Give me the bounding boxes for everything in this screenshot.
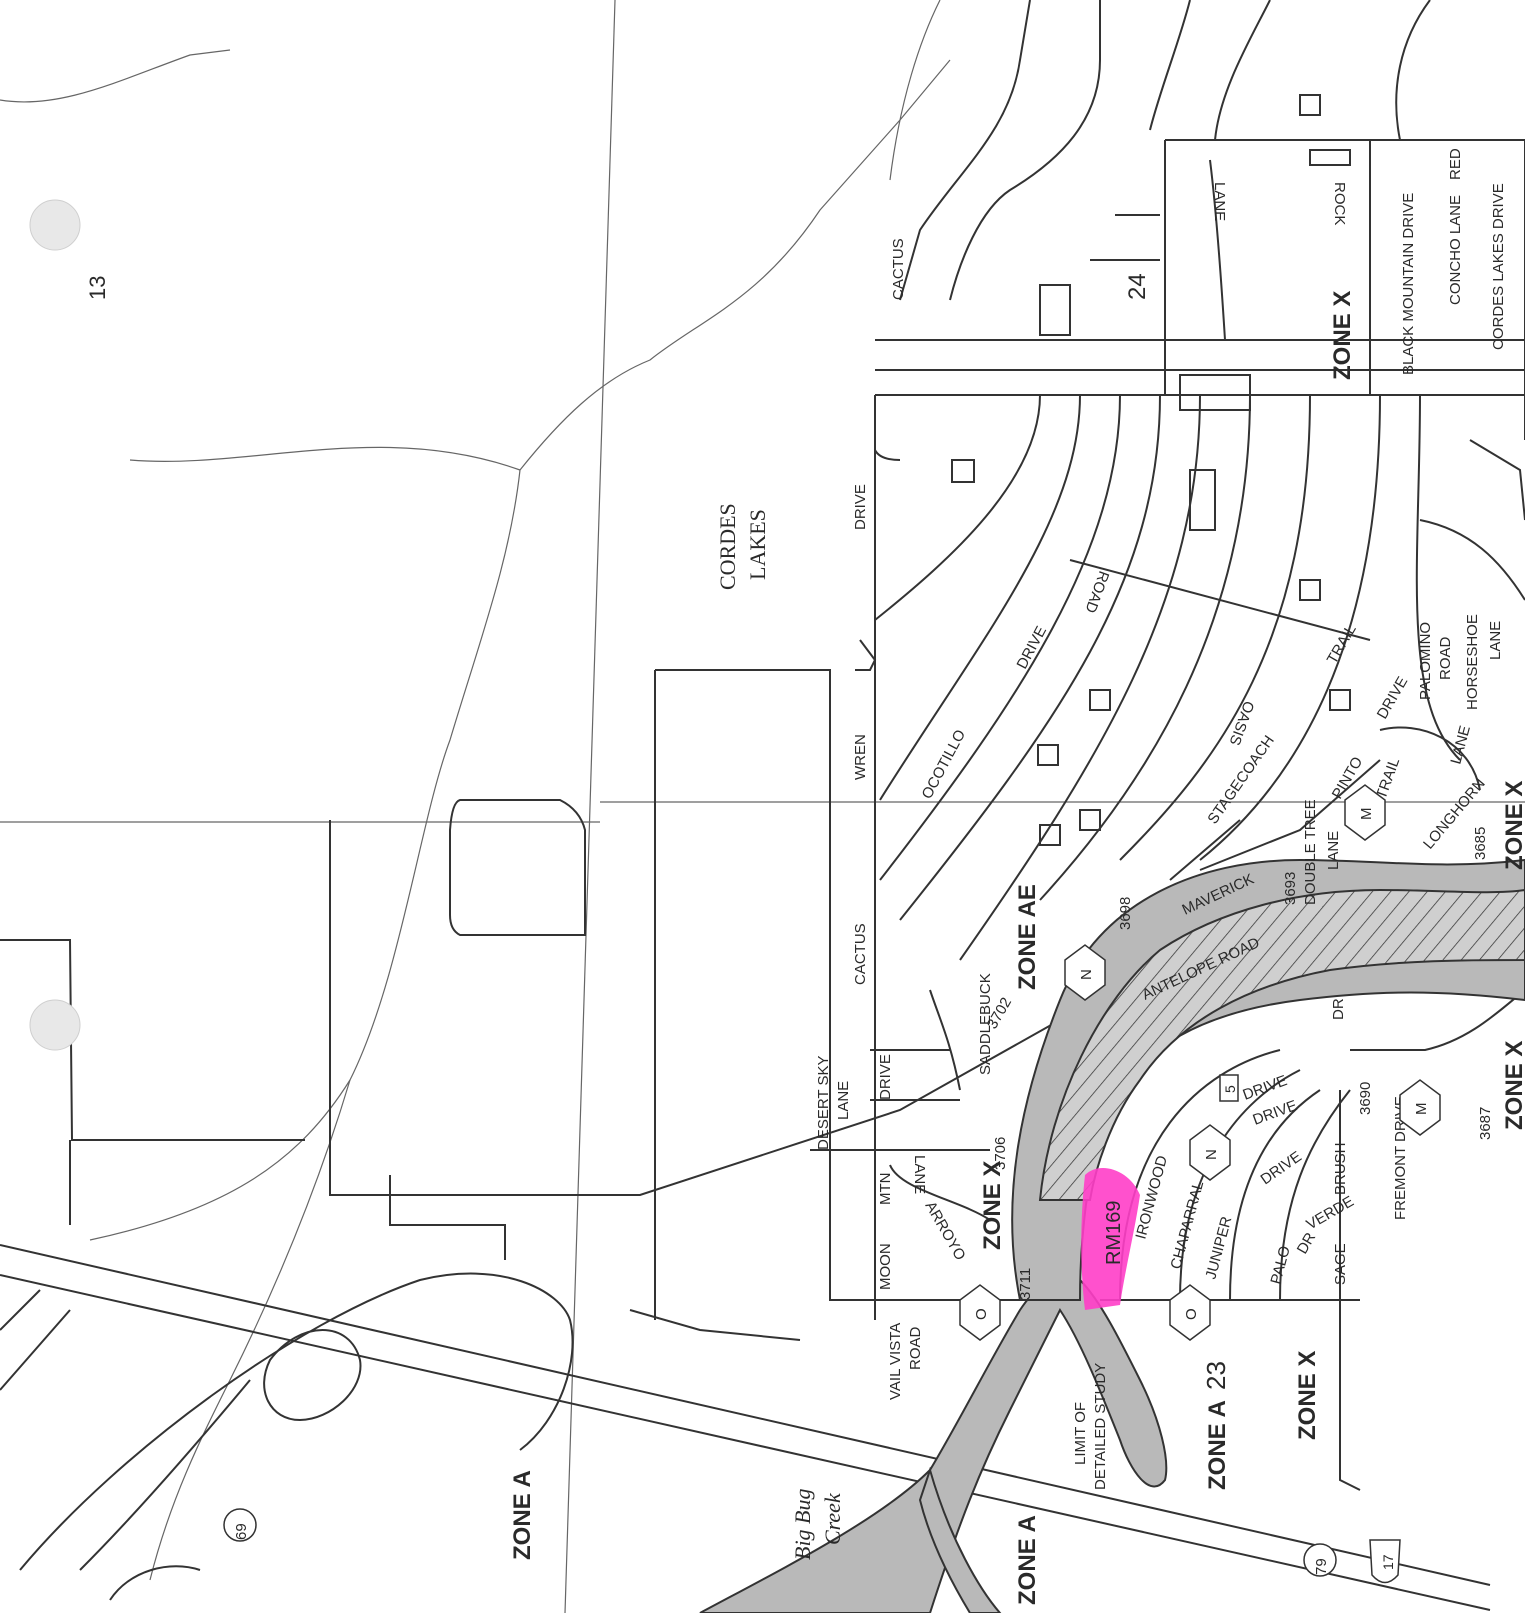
buildings — [951, 94, 1351, 846]
limit-of-label: LIMIT OF — [1072, 1402, 1089, 1465]
rm169-highlight: RM169 — [1081, 1167, 1140, 1310]
xsec-3698: 3698 — [1117, 897, 1134, 930]
street-chaparral: CHAPARRAL — [1167, 1179, 1207, 1271]
xsec-3693: 3693 — [1282, 872, 1299, 905]
street-dr-right: DR — [1330, 998, 1347, 1020]
street-concho: CONCHO LANE — [1447, 195, 1464, 305]
street-sage: SAGE — [1332, 1243, 1349, 1285]
marker-m1: M — [1358, 808, 1375, 821]
marker-o2: O — [1183, 1308, 1200, 1320]
street-ocotillo-drive: DRIVE — [1014, 623, 1051, 671]
marker-17-shield — [1369, 1539, 1401, 1584]
street-drive-b: DRIVE — [1251, 1097, 1300, 1129]
street-dr-pv: DR — [1294, 1230, 1320, 1257]
street-lane-horse: LANE — [1487, 621, 1504, 660]
zone-x-top: ZONE X — [1329, 291, 1356, 380]
street-labels: CACTUS BLACK MOUNTAIN DRIVE CONCHO LANE … — [815, 148, 1507, 1490]
street-mtn: MTN — [877, 1173, 894, 1206]
drainage-lines — [0, 0, 951, 1581]
binder-hole-bottom — [29, 999, 81, 1051]
page-number: 13 — [85, 276, 110, 300]
marker-o1-hex — [959, 1284, 1001, 1341]
zone-a-bottom: ZONE A — [1014, 1515, 1041, 1605]
marker-m2-hex — [1399, 1079, 1441, 1136]
marker-69-circle — [223, 1508, 257, 1542]
street-road-oasis: ROAD — [1081, 569, 1112, 616]
street-brush: BRUSH — [1332, 1142, 1349, 1195]
street-road-palomino: ROAD — [1437, 636, 1454, 680]
marker-69: 69 — [233, 1523, 250, 1540]
xsec-3687: 3687 — [1477, 1107, 1494, 1140]
street-wren: WREN — [852, 734, 869, 780]
marker-n1: N — [1078, 969, 1095, 980]
street-lane3: LANE — [1447, 724, 1474, 766]
marker-5-box — [1219, 1074, 1239, 1102]
marker-o1: O — [973, 1308, 990, 1320]
marker-17: 17 — [1380, 1554, 1396, 1570]
street-palo: PALO — [1267, 1244, 1293, 1286]
street-lane-top: LANE — [1211, 182, 1228, 221]
street-road-vail: ROAD — [907, 1326, 924, 1370]
zone-ae: ZONE AE — [1014, 884, 1041, 990]
marker-n1-hex — [1064, 944, 1106, 1001]
xsec-3690: 3690 — [1357, 1082, 1374, 1115]
street-cordes-lakes: CORDES LAKES DRIVE — [1490, 183, 1507, 350]
place-big-bug: Big Bug — [790, 1489, 815, 1561]
section-24: 24 — [1124, 273, 1151, 300]
detailed-study-label: DETAILED STUDY — [1092, 1363, 1109, 1490]
binder-hole-top — [29, 199, 81, 251]
street-black-mountain: BLACK MOUNTAIN DRIVE — [1400, 193, 1417, 375]
street-lane-arroyo: LANE — [911, 1155, 928, 1194]
zone-x-right2: ZONE X — [1501, 1041, 1525, 1130]
street-red: RED — [1447, 148, 1464, 180]
marker-o2-hex — [1169, 1284, 1211, 1341]
zone-a-left: ZONE A — [509, 1470, 536, 1560]
zone-x-mid: ZONE X — [979, 1161, 1006, 1250]
flood-zones — [699, 858, 1525, 1613]
marker-m2: M — [1413, 1103, 1430, 1116]
street-cactus-top: CACTUS — [890, 238, 907, 300]
xsec-3706: 3706 — [992, 1137, 1009, 1170]
street-rock: ROCK — [1331, 182, 1348, 225]
marker-n2-hex — [1189, 1124, 1231, 1181]
xsec-3685: 3685 — [1472, 827, 1489, 860]
street-drive-pinto: DRIVE — [1374, 674, 1412, 722]
xsec-3711: 3711 — [1017, 1268, 1034, 1300]
marker-5: 5 — [1222, 1085, 1238, 1093]
zone-x-lower: ZONE X — [1294, 1351, 1321, 1440]
street-drive-moon: DRIVE — [877, 1054, 894, 1100]
street-fremont: FREMONT DRIVE — [1392, 1096, 1409, 1220]
marker-79: 79 — [1313, 1558, 1330, 1575]
street-ocotillo: OCOTILLO — [919, 727, 970, 802]
marker-79-circle — [1303, 1543, 1337, 1577]
street-moon: MOON — [877, 1243, 894, 1290]
street-drive-wren: DRIVE — [852, 484, 869, 530]
place-creek: Creek — [820, 1492, 845, 1545]
marker-m1-hex — [1344, 784, 1386, 841]
street-lane-ds: LANE — [835, 1081, 852, 1120]
street-cactus-mid: CACTUS — [852, 923, 869, 985]
zone-x-right: ZONE X — [1501, 781, 1525, 870]
street-drive-a: DRIVE — [1241, 1072, 1290, 1104]
marker-n2: N — [1203, 1149, 1220, 1160]
street-double-tree: DOUBLE TREE — [1302, 799, 1319, 905]
street-saddlebuck: SADDLEBUCK — [977, 973, 994, 1075]
rm169-label: RM169 — [1103, 1201, 1125, 1265]
zone-a-lower: ZONE A — [1204, 1400, 1231, 1490]
street-verde: VERDE — [1304, 1193, 1357, 1234]
street-horseshoe: HORSESHOE — [1464, 614, 1481, 710]
street-vail-vista: VAIL VISTA — [887, 1323, 904, 1400]
section-23: 23 — [1201, 1361, 1231, 1390]
street-lane-dt: LANE — [1325, 831, 1342, 870]
place-cordes: CORDES — [715, 503, 740, 590]
place-lakes: LAKES — [745, 509, 770, 580]
street-arroyo: ARROYO — [922, 1199, 969, 1264]
roads-west — [0, 799, 1491, 1611]
street-palomino: PALOMINO — [1417, 622, 1434, 700]
route-markers: 69 79 17 O O N N M M 5 — [223, 784, 1441, 1584]
street-desert-sky: DESERT SKY — [815, 1056, 832, 1150]
